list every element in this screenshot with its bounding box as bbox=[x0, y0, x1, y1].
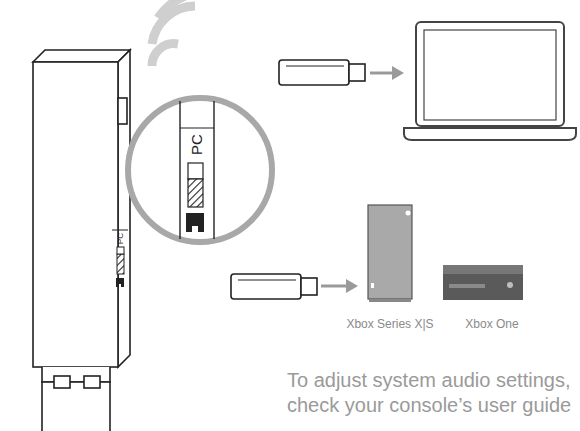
dongle-to-consoles bbox=[231, 205, 523, 302]
console-name: Xbox One bbox=[465, 318, 518, 332]
switch-label: PC bbox=[187, 135, 204, 156]
usb-dongle bbox=[33, 50, 130, 431]
wifi-waves bbox=[152, 0, 200, 66]
dongle-to-laptop bbox=[279, 22, 576, 140]
console-name: Xbox Series X|S bbox=[346, 318, 433, 332]
switch-label: PC bbox=[116, 233, 125, 244]
caption-note: To adjust system audio settings, check y… bbox=[287, 368, 574, 418]
magnifier bbox=[128, 98, 272, 242]
